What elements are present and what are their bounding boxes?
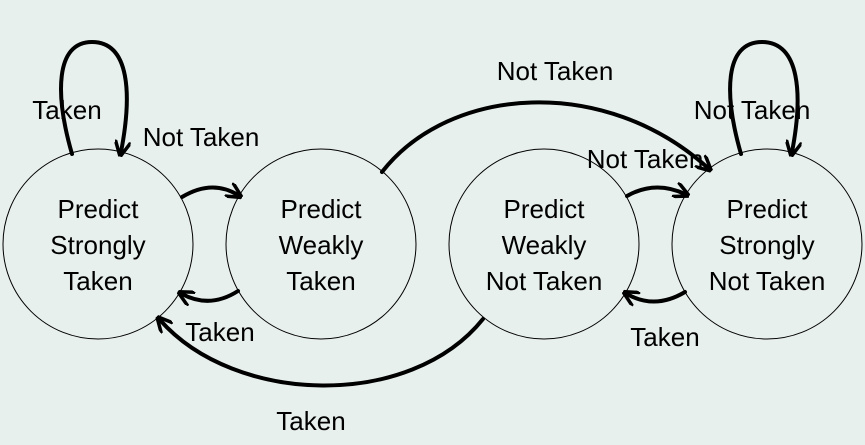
arrow-strongly-taken-to-weakly-taken — [180, 187, 238, 197]
state-label-line: Not Taken — [709, 266, 826, 296]
state-label-line: Weakly — [279, 230, 364, 260]
edge-label: Not Taken — [497, 56, 614, 86]
state-weakly-taken: Predict Weakly Taken — [225, 148, 417, 340]
state-circle — [671, 148, 863, 340]
state-label-line: Strongly — [719, 230, 814, 260]
state-circle — [2, 148, 194, 340]
state-label-line: Predict — [727, 194, 809, 224]
edge-label: Not Taken — [694, 95, 811, 125]
state-label-line: Predict — [504, 194, 586, 224]
state-label-line: Not Taken — [486, 266, 603, 296]
edge-label: Not Taken — [143, 122, 260, 152]
arrow-weakly-not-taken-to-strongly-taken — [160, 319, 485, 388]
state-label-line: Predict — [58, 194, 140, 224]
state-label-line: Taken — [286, 266, 355, 296]
edge-label: Not Taken — [587, 144, 704, 174]
state-weakly-not-taken: Predict Weakly Not Taken — [448, 148, 640, 340]
edge-label: Taken — [276, 406, 345, 436]
state-label-line: Taken — [63, 266, 132, 296]
state-label-line: Weakly — [502, 230, 587, 260]
state-label-line: Strongly — [50, 230, 145, 260]
state-strongly-not-taken: Predict Strongly Not Taken — [671, 148, 863, 340]
state-circle — [225, 148, 417, 340]
state-label-line: Predict — [281, 194, 363, 224]
edge-label: Taken — [185, 317, 254, 347]
edge-label: Taken — [32, 95, 101, 125]
arrow-self-loop-strongly-taken — [59, 39, 127, 154]
arrow-weakly-taken-to-strongly-not-taken — [380, 100, 708, 174]
arrow-strongly-not-taken-to-weakly-not-taken — [627, 292, 687, 302]
edge-label: Taken — [630, 322, 699, 352]
arrow-weakly-taken-to-strongly-taken — [182, 289, 240, 301]
state-circle — [448, 148, 640, 340]
state-strongly-taken: Predict Strongly Taken — [2, 148, 194, 340]
arrow-weakly-not-taken-to-strongly-not-taken — [625, 187, 685, 196]
arrow-self-loop-strongly-not-taken — [728, 39, 797, 154]
